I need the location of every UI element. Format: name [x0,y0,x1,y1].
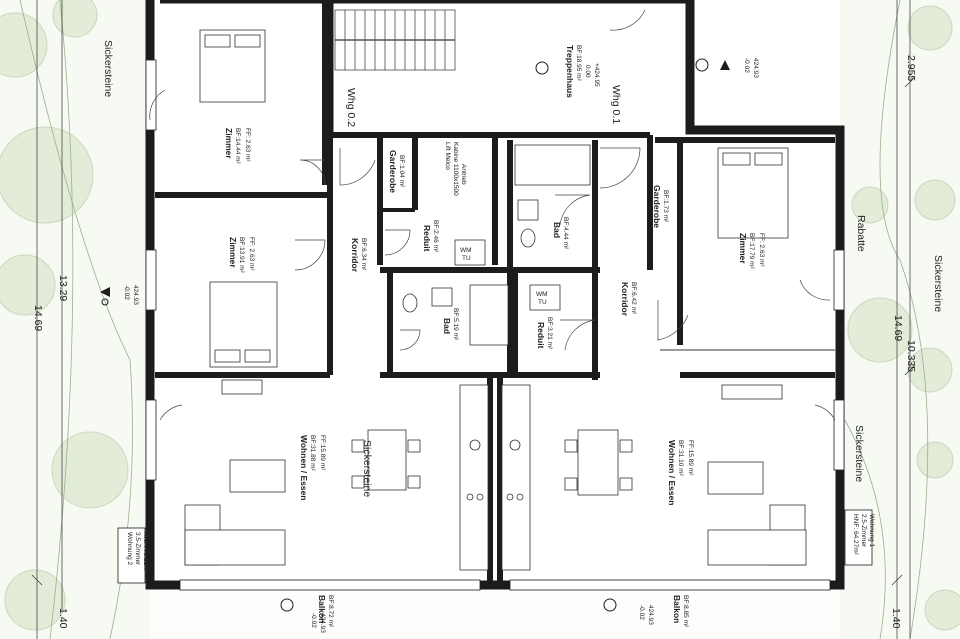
dimension-value: 10.335 [905,340,917,372]
legend-area: HNF: 75.12m² [142,532,149,574]
room-area: BF:5.19 m² [452,308,459,341]
room-name: Wohnen / Essen [299,435,309,501]
room-area: BF:2.46 m² [432,220,439,253]
appliance-label: WM [536,291,548,298]
room-name: Bad [442,318,452,334]
room-area: BF:14.44 m² [234,128,241,165]
room-floor-area: FF: 2.63 m² [758,233,765,267]
staircase [334,9,456,71]
legend-area: HNF: 64.27m² [852,514,859,556]
dimension-lines [31,0,916,639]
doors [149,9,836,421]
room-area: BF:4.44 m² [562,217,569,250]
outdoor-labels: Sickersteine Sickersteine Sickersteine S… [102,40,944,497]
appliance-label: TU [538,299,547,306]
dimension-value: 14.69 [892,315,904,341]
elevation-value: +424.95 [593,63,600,87]
room-area: BF:6.42 m² [630,282,637,315]
outdoor-label: Sickersteine [853,425,865,482]
room-area: BF:31.10 m² [677,440,684,477]
dimension-value: 1.40 [57,608,69,629]
room-area: BF:8.72 m² [327,595,334,628]
legend-title: Wohnung 2 [126,532,133,566]
level-elevation: 424.93 [647,605,654,625]
outdoor-label: Sickersteine [361,440,373,497]
room-area: BF:1.04 m² [398,155,405,188]
level-delta: -0.02 [123,285,130,300]
room-name: Zimmer [228,237,238,268]
furniture [184,379,807,571]
dimension-value: 2.955 [905,55,917,81]
room-area: BF:17.79 m² [748,233,755,270]
room-labels: Zimmer BF:14.44 m² FF: 2.63 m² Zimmer BF… [224,45,765,628]
lift-extra: Antrieb [460,164,467,185]
room-name: Reduit [422,225,432,252]
level-markers: -0.02 424.93 -0.02 424.93 -0.02 424.93 -… [100,58,759,633]
level-delta: -0.02 [638,605,645,620]
beds [199,29,789,368]
room-name: Balkon [317,595,327,623]
room-area: BF:6.34 m² [360,238,367,271]
room-area: BF:3.21 m² [546,317,553,350]
level-elevation: 424.93 [132,285,139,305]
room-name: Treppenhaus [565,45,575,98]
appliance-label: TU [462,255,471,262]
room-name: Zimmer [738,233,748,264]
room-name: Garderobe [388,150,398,193]
level-delta: -0.02 [310,613,317,628]
room-area: BF:8.85 m² [682,595,689,628]
room-area: BF:13.91 m² [238,237,245,274]
level-elevation: 424.93 [752,58,759,78]
dimension-value: 13.29 [57,275,69,301]
apartment-markers: Whg 0.2 Whg 0.1 [345,85,622,127]
room-name: Korridor [620,282,630,317]
lift-name: Lift Melco [444,142,451,170]
lift-detail: Kabine 1100x1500 [452,142,459,196]
apartment-marker: Whg 0.1 [610,85,622,124]
room-name: Garderobe [652,185,662,228]
room-name: Reduit [536,322,546,349]
room-area: BF:18.95 m² [575,45,582,82]
room-floor-area: FF:15.89 m² [319,435,326,471]
sanitary [402,144,591,346]
room-area: BF:1.73 m² [662,190,669,223]
room-floor-area: FF: 2.63 m² [248,237,255,271]
room-name: Balkon [672,595,682,623]
outdoor-label: Rabatte [855,215,867,252]
room-name: Wohnen / Essen [667,440,677,506]
building [145,0,845,591]
outdoor-label: Sickersteine [102,40,114,97]
room-name: Bad [552,222,562,238]
level-elevation: 424.93 [319,613,326,633]
dimension-texts: 14.69 13.29 1.40 14.69 10.335 2.955 1.40 [32,55,917,629]
room-area: BF:31.88 m² [309,435,316,472]
level-delta: -0.02 [743,58,750,73]
dimension-value: 14.69 [32,305,44,331]
room-name: Korridor [350,238,360,273]
legend-wohnung-1: Wohnung 1 2.5-Zimmer HNF: 64.27m² [844,509,875,566]
legend-rooms: 3.5-Zimmer [134,532,141,566]
room-name: Zimmer [224,128,234,159]
dimension-value: 1.40 [890,608,902,629]
level-value: 0.00 [584,65,591,78]
appliance-label: WM [460,247,472,254]
legend-wohnung-2: Wohnung 2 3.5-Zimmer HNF: 75.12m² [117,527,149,584]
apartment-marker: Whg 0.2 [345,88,357,127]
room-floor-area: FF:15.89 m² [687,440,694,476]
legend-title: Wohnung 1 [868,514,875,548]
room-floor-area: FF: 2.63 m² [244,128,251,162]
outdoor-label: Sickersteine [932,255,944,312]
legend-rooms: 2.5-Zimmer [860,514,867,548]
